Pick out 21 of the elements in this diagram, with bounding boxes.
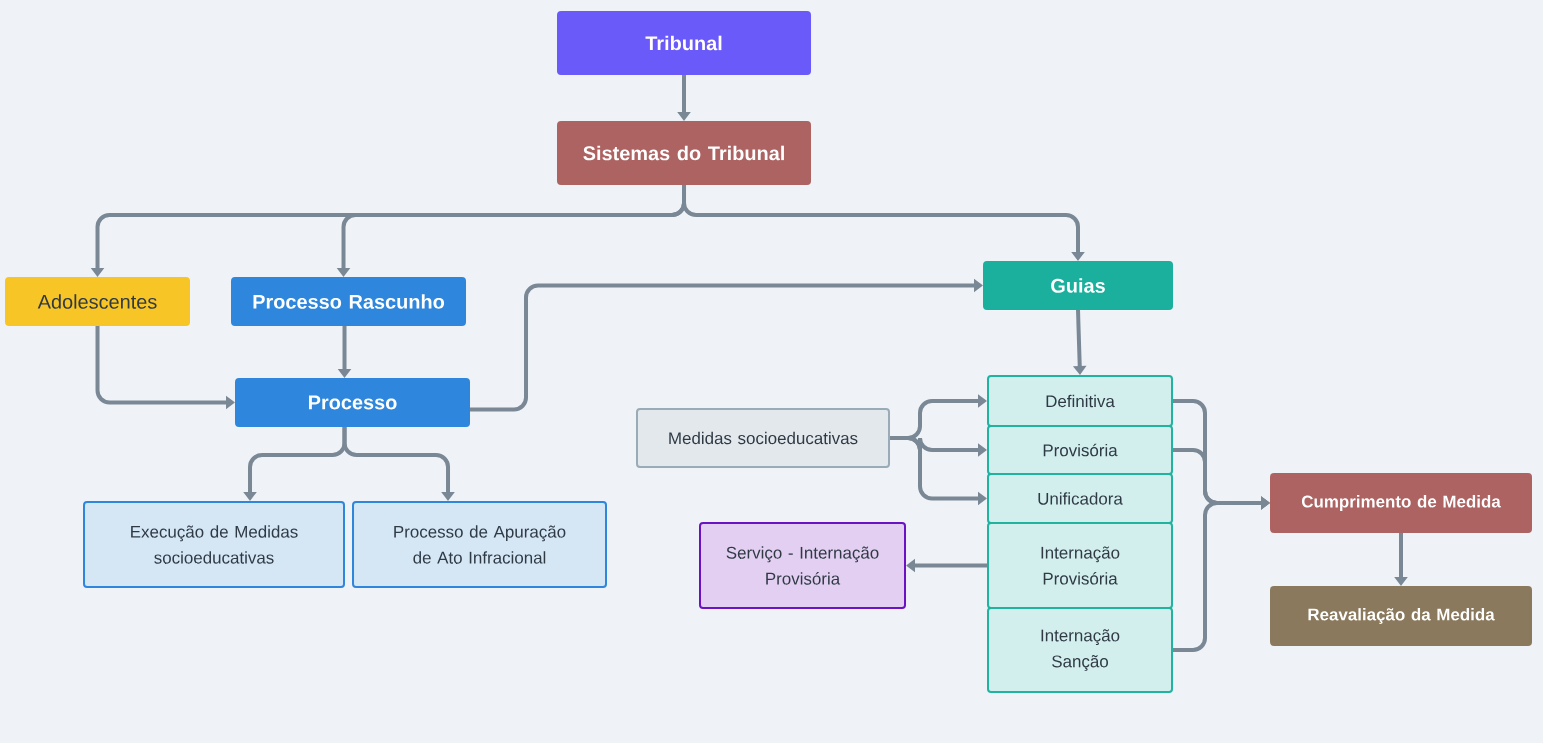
process-box: Serviço - Internação Provisória xyxy=(699,522,906,609)
arrow xyxy=(470,278,983,412)
category-box: Internação Sanção xyxy=(987,607,1173,693)
arrow xyxy=(682,185,1085,261)
category-box: Unificadora xyxy=(987,473,1173,524)
arrow xyxy=(342,427,455,501)
process-box: Adolescentes xyxy=(5,277,190,326)
process-box: Sistemas do Tribunal xyxy=(557,121,811,185)
category-box: Provisória xyxy=(987,425,1173,475)
process-box: Processo Rascunho xyxy=(231,277,466,326)
process-box: Execução de Medidas socioeducativas xyxy=(83,501,345,588)
process-box: Processo de Apuração de Ato Infracional xyxy=(352,501,607,588)
process-box: Tribunal xyxy=(557,11,811,75)
process-box: Medidas socioeducativas xyxy=(636,408,890,468)
process-box: Cumprimento de Medida xyxy=(1270,473,1532,533)
category-box: Internação Provisória xyxy=(987,522,1173,609)
process-box: Guias xyxy=(983,261,1173,310)
process-box: Reavaliação da Medida xyxy=(1270,586,1532,646)
category-box: Definitiva xyxy=(987,375,1173,427)
arrow xyxy=(1173,496,1270,652)
process-box: Processo xyxy=(235,378,470,427)
